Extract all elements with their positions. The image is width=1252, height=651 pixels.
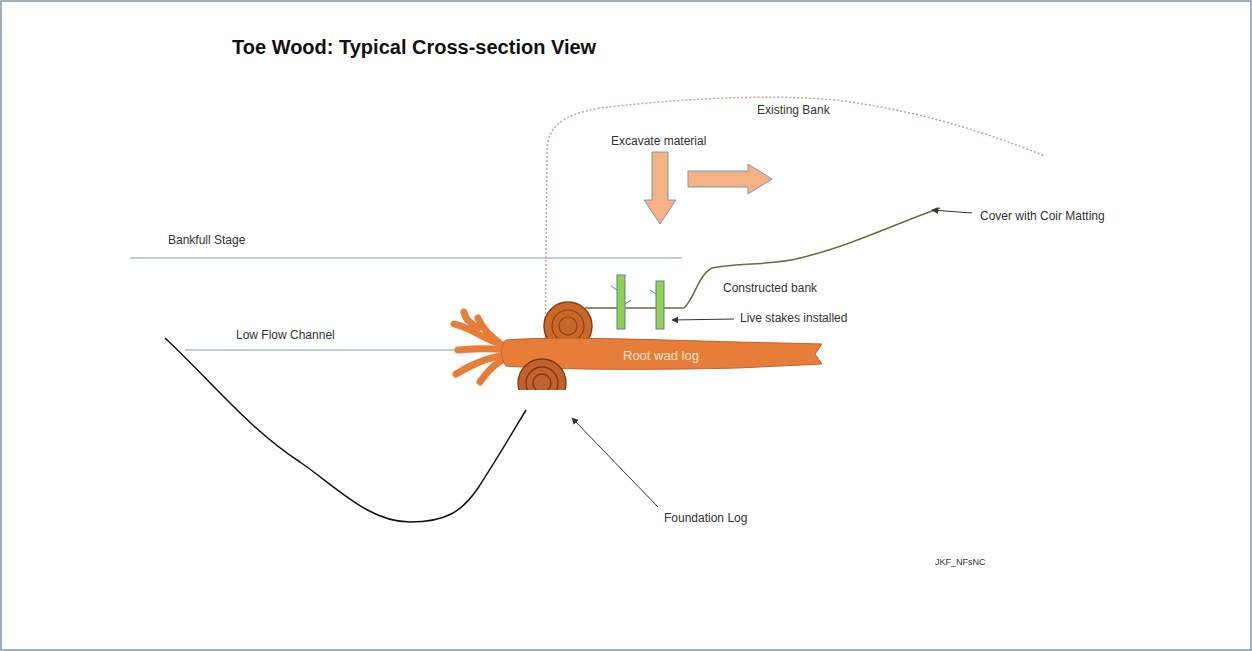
excavate-arrow-down: [644, 152, 676, 224]
part-label: Cover with Coir Matting: [980, 209, 1105, 223]
part-label: Existing Bank: [757, 103, 830, 117]
part-label: Bankfull Stage: [168, 233, 245, 247]
log-label: Root wad log: [623, 348, 699, 363]
part-label: Constructed bank: [723, 281, 817, 295]
leader-line: [572, 418, 658, 507]
title: Toe Wood: Typical Cross-section View: [232, 36, 596, 59]
root-wad-log: Root wad log: [418, 300, 828, 390]
part-label: Foundation Log: [664, 511, 747, 525]
channel-bed: [165, 338, 526, 522]
part-label: Low Flow Channel: [236, 328, 335, 342]
part-label: Excavate material: [611, 134, 706, 148]
log-shape: [418, 300, 828, 390]
excavate-arrow-right: [688, 164, 772, 194]
part-label: Live stakes installed: [740, 311, 847, 325]
part-label: JKF_NFsNC: [935, 555, 986, 569]
bankfull-line: [130, 257, 682, 259]
constructed-bank-line: [585, 208, 940, 308]
low-flow-line: [185, 349, 520, 351]
live-stake: [611, 275, 631, 329]
live-stake: [650, 281, 664, 329]
leader-line: [672, 319, 734, 320]
existing-bank-line: [545, 97, 1045, 370]
leader-line: [932, 210, 972, 213]
